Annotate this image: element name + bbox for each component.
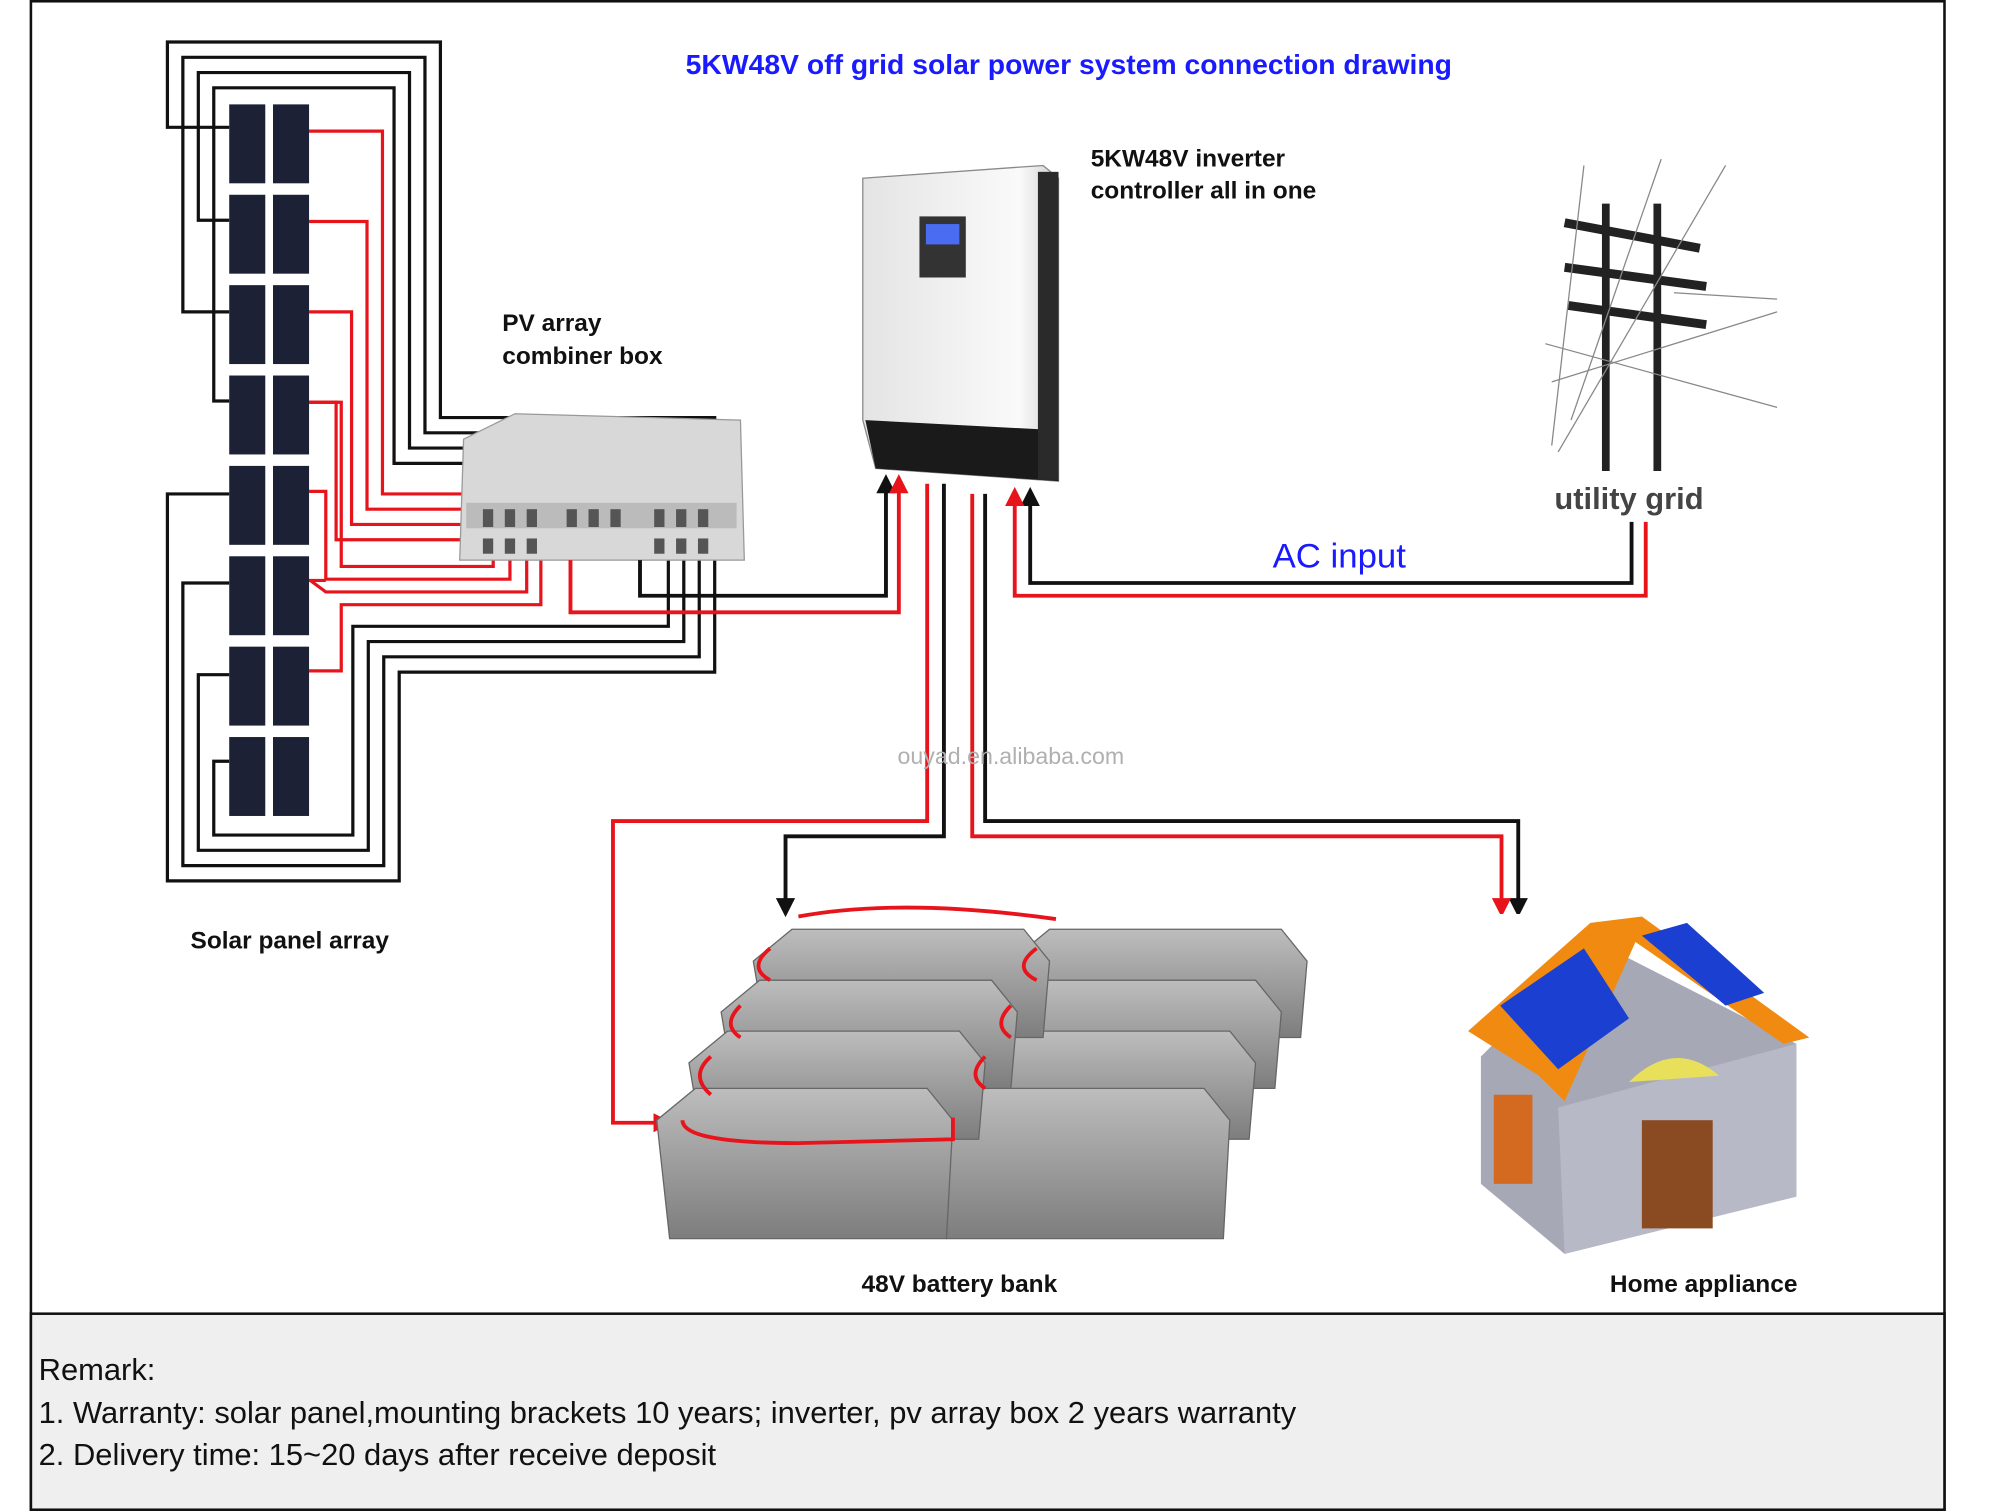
solar-panel: [273, 646, 310, 726]
combiner-label-line2: combiner box: [502, 343, 663, 370]
solar-panel: [229, 104, 266, 184]
solar-panel: [229, 375, 266, 455]
pv-array-wiring: [165, 40, 717, 883]
positive-wire: [309, 400, 495, 569]
remark-panel: [29, 1312, 1946, 1511]
remark-item-1: 1. Warranty: solar panel,mounting bracke…: [39, 1395, 1297, 1430]
negative-wire: [196, 534, 686, 852]
combiner-label-line1: PV array: [502, 310, 602, 337]
battery-bank: [656, 928, 1308, 1240]
solar-panel: [229, 737, 266, 816]
solar-panel: [273, 737, 310, 816]
combiner-box: [459, 413, 745, 561]
solar-panel: [273, 375, 310, 455]
solar-panel: [229, 556, 266, 636]
solar-panel: [229, 465, 266, 545]
solar-panel: [229, 646, 266, 726]
negative-wire: [165, 40, 717, 522]
solar-panel-array: [229, 104, 310, 816]
remark-item-2: 2. Delivery time: 15~20 days after recei…: [39, 1437, 717, 1472]
positive-wire: [309, 129, 483, 496]
inverter-label-line2: controller all in one: [1091, 178, 1317, 205]
negative-wire: [181, 534, 701, 868]
inverter: [862, 164, 1060, 482]
inverter-label-line1: 5KW48V inverter: [1091, 146, 1286, 173]
system-wires: [568, 474, 1648, 1133]
negative-wire: [212, 534, 670, 837]
ac-input-label: AC input: [1273, 538, 1407, 576]
positive-wire: [305, 547, 529, 594]
utility-pole-icon: [1545, 158, 1778, 471]
battery-series-wiring: [680, 905, 1057, 1146]
home-icon: [1459, 913, 1816, 1268]
positive-wire: [309, 219, 483, 511]
solar-panel: [273, 285, 310, 365]
diagram-title: 5KW48V off grid solar power system conne…: [686, 49, 1452, 80]
watermark: ouyad.en.alibaba.com: [898, 743, 1125, 769]
positive-wire: [309, 547, 543, 673]
solar-panel: [229, 194, 266, 274]
positive-wire: [309, 310, 483, 527]
battery-bank-label: 48V battery bank: [862, 1271, 1058, 1298]
solar-panel: [273, 104, 310, 184]
solar-array-label: Solar panel array: [191, 927, 390, 954]
home-label: Home appliance: [1610, 1271, 1798, 1298]
solar-panel: [273, 194, 310, 274]
battery: [656, 1087, 954, 1240]
solar-panel: [273, 556, 310, 636]
utility-grid-label: utility grid: [1554, 481, 1703, 516]
solar-panel: [273, 465, 310, 545]
solar-panel: [229, 285, 266, 365]
remark-heading: Remark:: [39, 1352, 156, 1387]
negative-wire: [165, 492, 717, 883]
